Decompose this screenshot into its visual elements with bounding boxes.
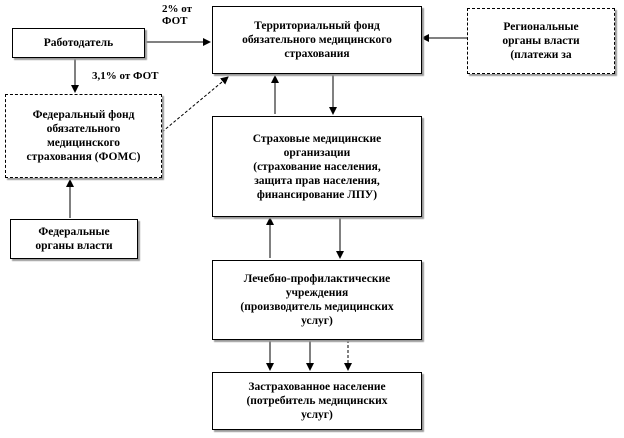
node-employer: Работодатель	[12, 28, 145, 58]
node-ffoms-label: Федеральный фонд обязательного медицинск…	[26, 109, 141, 163]
node-federal-label: Федеральные органы власти	[35, 226, 113, 252]
node-insurers-label: Страховые медицинские организации (страх…	[252, 132, 382, 201]
node-ffoms: Федеральный фонд обязательного медицинск…	[5, 94, 162, 178]
node-regional-label: Региональные органы власти (платежи за	[502, 21, 580, 61]
label-to-tfoms: 2% от ФОТ	[162, 3, 193, 27]
node-lpu: Лечебно-профилактические учреждения (про…	[212, 260, 422, 340]
node-federal: Федеральные органы власти	[10, 219, 138, 259]
node-regional: Региональные органы власти (платежи за	[467, 8, 615, 74]
node-tfoms-label: Территориальный фонд обязательного медиц…	[242, 20, 392, 60]
label-to-ffoms: 3,1% от ФОТ	[92, 70, 159, 82]
node-lpu-label: Лечебно-профилактические учреждения (про…	[240, 273, 394, 327]
node-population-label: Застрахованное население (потребитель ме…	[246, 381, 388, 421]
node-population: Застрахованное население (потребитель ме…	[212, 372, 422, 430]
node-tfoms: Территориальный фонд обязательного медиц…	[212, 6, 422, 74]
arrow-ffoms-tfoms	[161, 76, 229, 133]
node-employer-label: Работодатель	[43, 37, 114, 49]
node-insurers: Страховые медицинские организации (страх…	[212, 116, 422, 217]
